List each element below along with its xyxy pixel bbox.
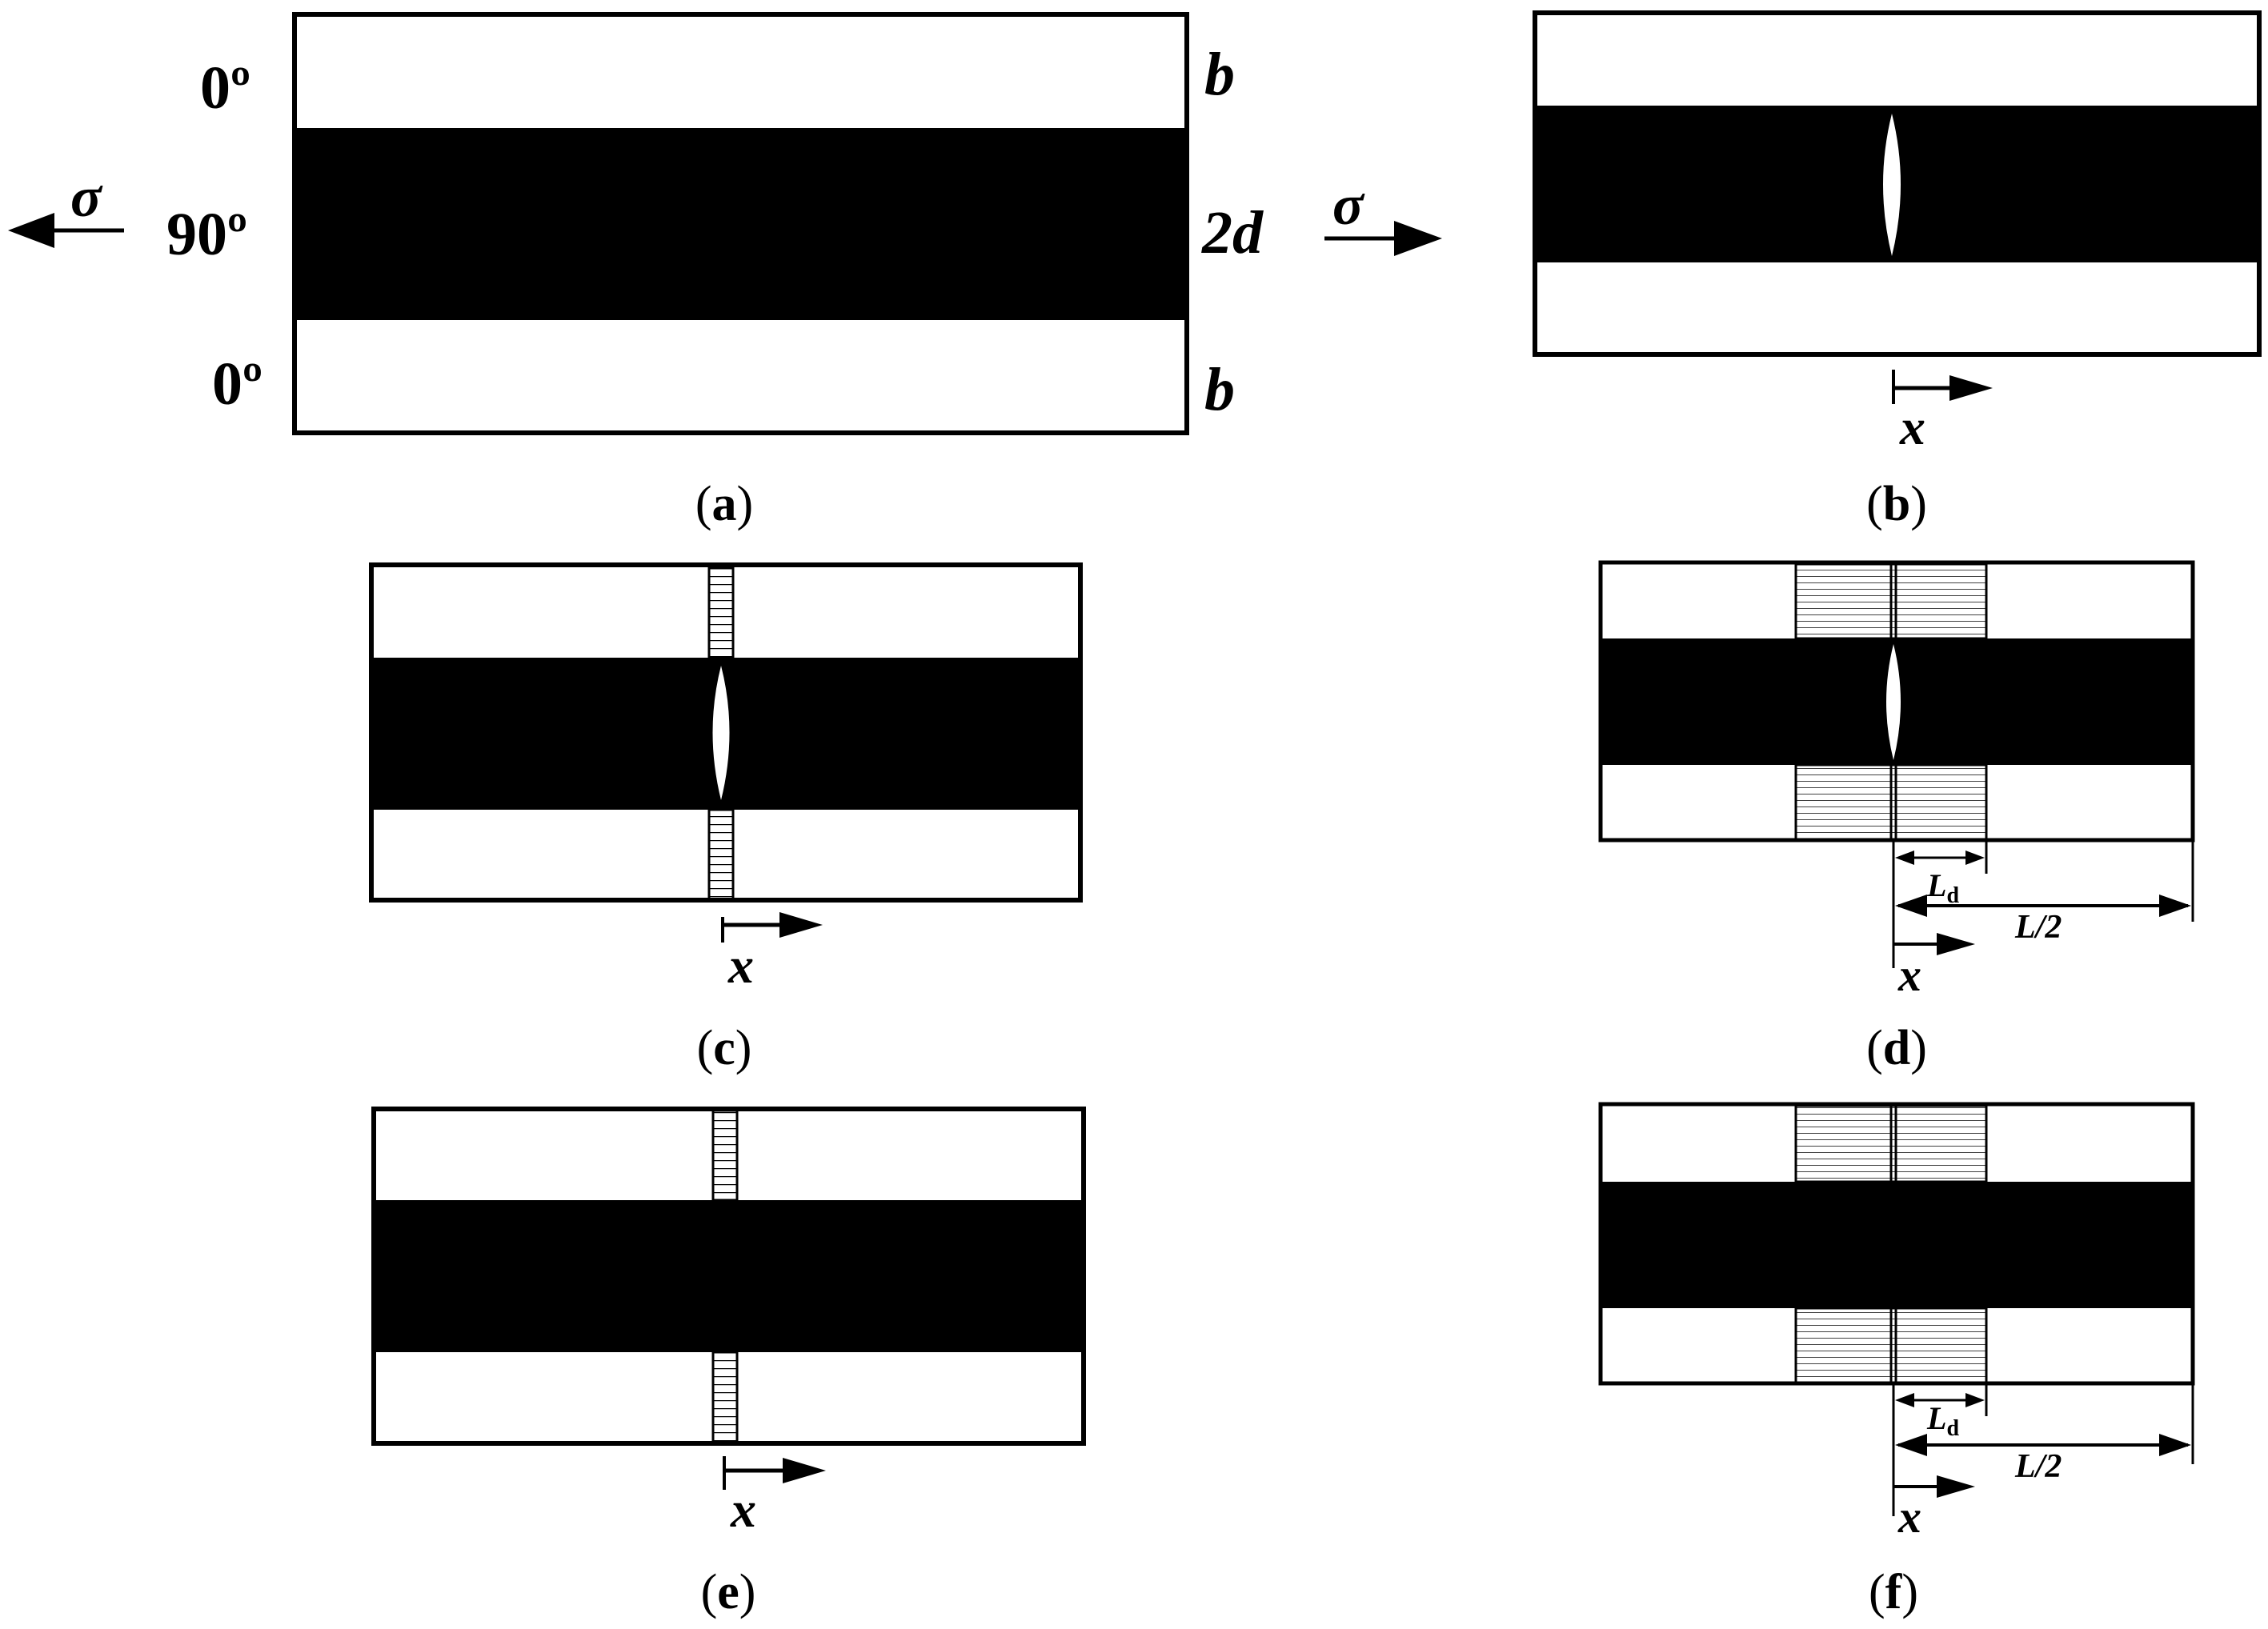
caption-f: (f): [1869, 1565, 1918, 1619]
panel-c: x (c): [369, 562, 1083, 1075]
stress-left-symbol: σ: [70, 165, 103, 229]
ply-90-layer: [374, 1200, 1084, 1352]
ply-90-layer: [295, 128, 1187, 320]
laminate-outline: [1533, 10, 2262, 357]
matrix-crack: [1883, 114, 1901, 256]
x-axis-arrow: x: [1893, 1475, 1975, 1543]
ply-90-layer: [1601, 1182, 2193, 1308]
thickness-bottom-label: b: [1204, 356, 1235, 423]
ply-top-label: 0º: [200, 54, 250, 122]
ld-label: Ld: [1926, 1400, 1959, 1441]
x-axis-arrow: x: [1893, 933, 1975, 1001]
half-length-label: L/2: [2014, 909, 2062, 946]
panel-e: x (e): [371, 1107, 1086, 1619]
ply-bottom-label: 0º: [212, 350, 262, 418]
caption-c: (c): [697, 1021, 752, 1075]
half-length-dimension: L/2: [1895, 895, 2191, 946]
x-label: x: [1897, 949, 1921, 1001]
ld-dimension: Ld: [1895, 1393, 1985, 1441]
caption-d: (d): [1866, 1021, 1927, 1075]
x-label: x: [727, 937, 754, 994]
x-axis-arrow: x: [1892, 370, 1993, 455]
stress-arrow-right: σ: [1324, 173, 1442, 256]
matrix-crack: [1886, 644, 1901, 760]
caption-b: (b): [1866, 477, 1927, 531]
matrix-crack: [712, 666, 730, 800]
panel-a: 0º 90º 0º b 2d b σ σ (a): [8, 12, 1442, 531]
thickness-top-label: b: [1204, 41, 1235, 108]
laminate-outline: [1598, 560, 2195, 843]
delamination-top: [711, 1109, 739, 1202]
x-label: x: [730, 1481, 756, 1538]
ply-middle-label: 90º: [166, 201, 247, 268]
half-length-label: L/2: [2014, 1448, 2062, 1485]
panel-b: x (b): [1533, 10, 2262, 531]
stress-right-symbol: σ: [1332, 173, 1365, 237]
ld-label: Ld: [1926, 867, 1959, 908]
laminate-outline: [369, 562, 1083, 903]
laminate-outline: [1598, 1102, 2195, 1386]
delamination-bottom: [711, 1351, 739, 1443]
stress-arrow-left: σ: [8, 165, 124, 248]
ld-dimension: Ld: [1895, 851, 1985, 908]
laminate-outline: [371, 1107, 1086, 1446]
delamination-bottom: [707, 808, 735, 901]
panel-d: Ld L/2 x (d): [1598, 560, 2195, 1075]
half-length-dimension: L/2: [1895, 1434, 2191, 1485]
x-axis-arrow: x: [721, 912, 823, 994]
caption-e: (e): [701, 1565, 756, 1619]
thickness-middle-label: 2d: [1201, 199, 1264, 266]
x-axis-arrow: x: [723, 1456, 826, 1538]
x-label: x: [1897, 1491, 1921, 1543]
x-label: x: [1899, 398, 1925, 455]
panel-f: Ld L/2 x (f): [1598, 1102, 2195, 1619]
laminate-outline: [292, 12, 1189, 435]
delamination-top: [707, 566, 735, 659]
caption-a: (a): [695, 477, 753, 531]
